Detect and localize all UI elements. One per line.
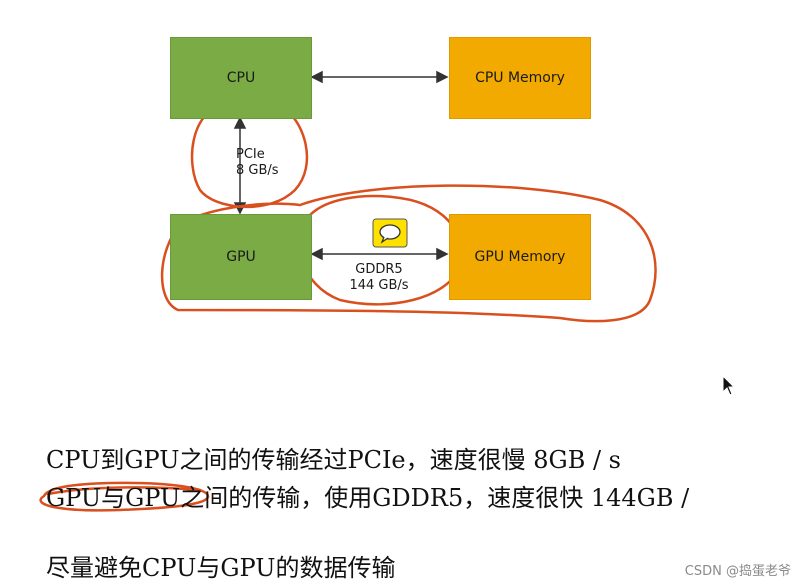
pcie-speed: 8 GB/s [236,163,279,178]
note-line-1: CPU到GPU之间的传输经过PCIe，速度很慢 8GB / s [46,446,622,474]
pcie-label: PCIe 8 GB/s [236,147,306,179]
gpu-label: GPU [226,249,256,265]
mouse-cursor-icon [722,375,736,396]
gpu-memory-box: GPU Memory [449,214,591,300]
gpu-box: GPU [170,214,312,300]
note-line-2: GPU与GPU之间的传输，使用GDDR5，速度很快 144GB / [46,484,690,512]
cpu-memory-label: CPU Memory [475,70,565,86]
gddr-label: GDDR5 144 GB/s [330,262,428,294]
pcie-name: PCIe [236,147,265,162]
gddr-name: GDDR5 [355,262,403,277]
cpu-memory-box: CPU Memory [449,37,591,119]
gpu-memory-label: GPU Memory [474,249,566,265]
underline-oval-annotation [39,481,210,512]
cpu-box: CPU [170,37,312,119]
gddr-speed: 144 GB/s [349,278,409,293]
note-line-3: 尽量避免CPU与GPU的数据传输 [46,554,396,582]
cpu-cpumem-arrow [310,70,449,84]
cpu-label: CPU [226,70,256,86]
watermark: CSDN @捣蛋老爷 [684,564,791,579]
strikethrough-annotation [46,486,202,496]
chat-bubble-icon[interactable] [372,218,408,248]
gddr-arrow [310,247,449,261]
